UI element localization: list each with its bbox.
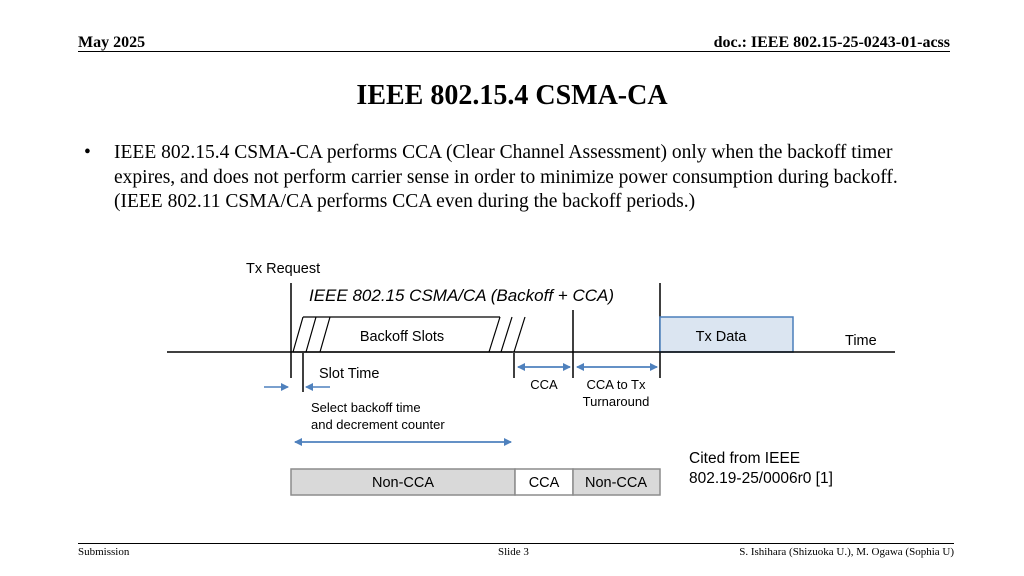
citation: Cited from IEEE 802.19-25/0006r0 [1] (689, 449, 833, 489)
bar-label-non-cca-2: Non-CCA (585, 475, 647, 491)
header-rule (78, 51, 950, 52)
header-date: May 2025 (78, 34, 146, 51)
footer-rule (78, 543, 954, 544)
bar-label-cca: CCA (529, 475, 560, 491)
footer-authors: S. Ishihara (Shizuoka U.), M. Ogawa (Sop… (739, 546, 954, 558)
select-backoff-line2: and decrement counter (311, 417, 445, 432)
header-doc-id: doc.: IEEE 802.15-25-0243-01-acss (713, 34, 950, 51)
turnaround-label-line2: Turnaround (583, 394, 650, 409)
slot-time-label: Slot Time (319, 366, 379, 382)
bar-segment-non-cca-2 (572, 468, 661, 496)
bullet-text: IEEE 802.15.4 CSMA-CA performs CCA (Clea… (114, 142, 898, 212)
bar-segment-cca (514, 468, 574, 496)
bar-label-non-cca-1: Non-CCA (372, 475, 434, 491)
bullet-item: • IEEE 802.15.4 CSMA-CA performs CCA (Cl… (84, 141, 934, 215)
citation-line2: 802.19-25/0006r0 [1] (689, 470, 833, 487)
backoff-slots-label: Backoff Slots (360, 329, 444, 345)
turnaround-label-line1: CCA to Tx (586, 377, 646, 392)
slide-title: IEEE 802.15.4 CSMA-CA (356, 80, 668, 111)
bullet-dot: • (84, 142, 91, 163)
tx-data-label: Tx Data (696, 329, 748, 345)
footer-submission: Submission (78, 546, 130, 558)
bar-segment-non-cca-1 (290, 468, 516, 496)
cca-label: CCA (530, 377, 558, 392)
slot-slashes (292, 316, 526, 353)
select-backoff-line1: Select backoff time (311, 400, 421, 415)
time-label: Time (845, 333, 877, 349)
tx-data-box (659, 316, 794, 353)
citation-line1: Cited from IEEE (689, 450, 801, 467)
footer-slide-number: Slide 3 (498, 546, 529, 558)
scheme-label: IEEE 802.15 CSMA/CA (Backoff + CCA) (309, 286, 614, 305)
tx-request-label: Tx Request (246, 261, 320, 277)
